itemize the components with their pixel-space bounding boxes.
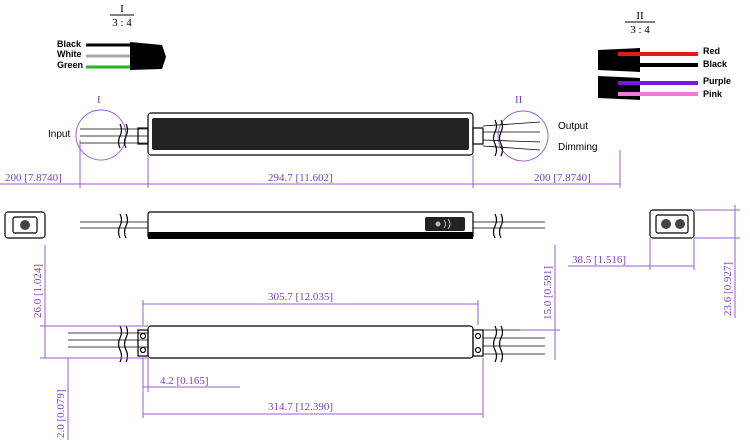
end-view-inner — [655, 214, 689, 234]
sensor-wave-icon — [443, 218, 451, 230]
bottom-break-mark-input — [117, 325, 129, 363]
detail-ii-label: II — [636, 10, 644, 22]
driver-body-top-fill — [152, 118, 469, 150]
bottom-dim-offset-text: 4.2 [0.165] — [160, 375, 209, 387]
dim-text-right: 200 [7.8740] — [534, 172, 591, 184]
end-connector-left-hole — [20, 220, 30, 230]
mount-tab-right — [472, 127, 484, 145]
end-dim-height-text: 23.6 [0.927] — [722, 262, 734, 316]
mount-tab-left — [137, 127, 149, 145]
bottom-dim-inner-text: 305.7 [12.035] — [268, 291, 333, 303]
input-label: Input — [48, 129, 70, 140]
top-output-wire-1 — [482, 121, 541, 127]
break-mark-output — [492, 119, 504, 157]
driver-body-bottom — [147, 325, 474, 359]
break-mark-input — [117, 123, 129, 149]
driver-body-side-base — [148, 232, 473, 239]
end-view-hole-1 — [661, 219, 671, 229]
bottom-tab-right — [472, 329, 484, 357]
wire-label-black-in: Black — [57, 39, 82, 49]
dim-text-left: 200 [7.8740] — [5, 172, 62, 184]
detail-ii: II 3 : 4 Red Black Purple Pink — [598, 10, 731, 100]
end-view: 38.5 [1.516] 23.6 [0.927] — [568, 205, 740, 318]
input-cable-jacket — [130, 42, 166, 70]
wire-label-white-in: White — [57, 49, 82, 59]
detail-circle-i — [75, 109, 127, 161]
detail-i-scale: 3 : 4 — [112, 17, 132, 29]
wire-label-green-in: Green — [57, 60, 83, 70]
mount-hole-left-1 — [139, 332, 147, 340]
circle-i-label: I — [97, 94, 101, 106]
end-connector-left-inner — [12, 216, 38, 234]
bottom-dim-flange-text: 2.0 [0.079] — [55, 389, 67, 438]
output-cable-jacket-2 — [598, 76, 640, 100]
top-view: Input Output Dimming I II 200 [7.8740] 2… — [0, 94, 621, 188]
bottom-tab-left — [137, 329, 149, 357]
end-dim-width-text: 38.5 [1.516] — [572, 254, 626, 266]
end-view-body — [649, 209, 695, 239]
side-view — [4, 211, 545, 239]
end-connector-left — [4, 211, 46, 239]
wire-label-pink: Pink — [703, 89, 723, 99]
wire-label-purple: Purple — [703, 76, 731, 86]
mount-hole-left-2 — [139, 346, 147, 354]
wire-label-black-out: Black — [703, 59, 728, 69]
detail-ii-scale: 3 : 4 — [630, 24, 650, 36]
side-break-mark-output — [492, 213, 504, 239]
sensor-led-1 — [435, 221, 441, 227]
circle-ii-label: II — [515, 94, 523, 106]
end-view-hole-2 — [675, 219, 685, 229]
output-cable-jacket-1 — [598, 48, 640, 72]
bottom-dim-height-text: 26.0 [1.024] — [32, 264, 44, 318]
dim-text-center: 294.7 [11.602] — [268, 172, 333, 184]
mount-hole-right-1 — [474, 332, 482, 340]
top-output-wire-3 — [482, 139, 541, 143]
mount-hole-right-2 — [474, 346, 482, 354]
detail-i-label: I — [120, 3, 124, 15]
bottom-view: 305.7 [12.035] 26.0 [1.024] 2.0 [0.079] … — [32, 245, 560, 440]
top-output-wire-4 — [482, 145, 541, 151]
detail-circle-ii — [497, 110, 549, 162]
output-label: Output — [558, 121, 588, 132]
bottom-dim-total-text: 314.7 [12.390] — [268, 401, 333, 413]
wire-label-red: Red — [703, 46, 720, 56]
dimming-label: Dimming — [558, 142, 597, 153]
detail-i: I 3 : 4 Black White Green — [57, 3, 166, 70]
side-break-mark-input — [117, 213, 129, 239]
bottom-dim-right-text: 15.0 [0.591] — [542, 266, 554, 320]
bottom-break-mark-output — [492, 325, 504, 363]
